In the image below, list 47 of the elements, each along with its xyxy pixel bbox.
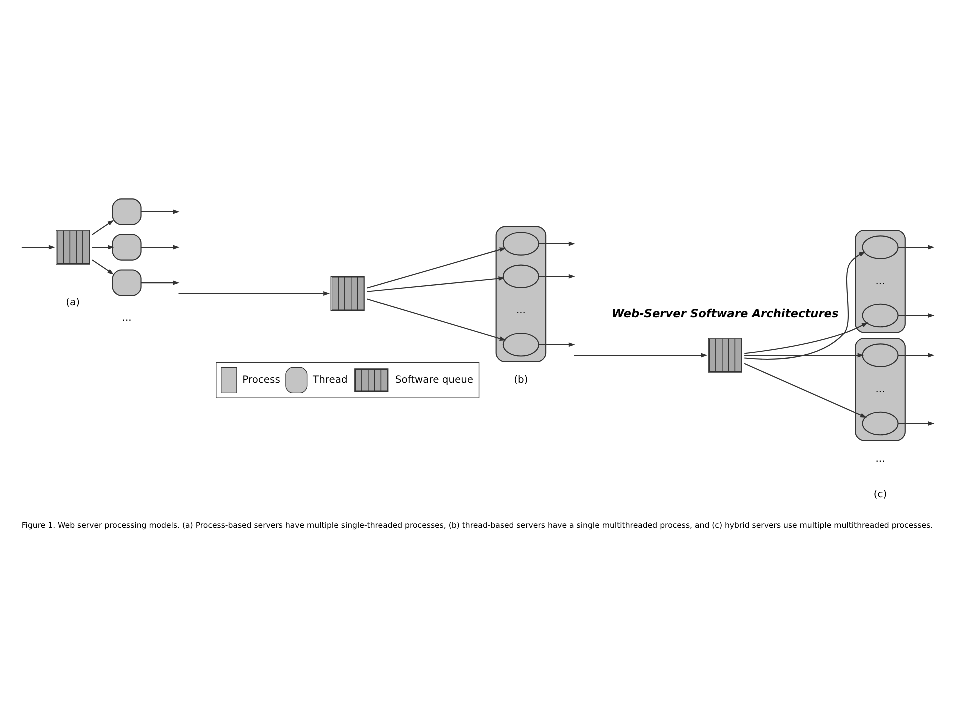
node-ellipse — [862, 235, 899, 259]
arrow — [574, 352, 708, 358]
arrow — [539, 274, 576, 278]
legend-label: Software queue — [395, 374, 474, 386]
arrow — [898, 244, 935, 250]
label: ... — [122, 312, 132, 324]
arrow — [539, 241, 576, 246]
arrow — [92, 259, 114, 274]
label: ... — [876, 453, 886, 464]
label: (a) — [66, 297, 80, 308]
arrow — [367, 247, 506, 288]
arrow — [367, 298, 506, 340]
node-ellipse — [502, 232, 540, 256]
arrow — [141, 209, 180, 214]
label: ... — [876, 276, 886, 287]
label: (b) — [514, 374, 528, 386]
node-box — [112, 198, 142, 225]
arrow — [744, 251, 866, 360]
node-box — [112, 269, 142, 296]
arrow — [92, 220, 114, 235]
node-box — [112, 234, 142, 260]
legend-label: Process — [242, 374, 280, 386]
legend-label: Thread — [313, 374, 348, 386]
label: ... — [876, 384, 886, 395]
cluster — [855, 229, 906, 333]
arrow — [744, 362, 867, 418]
arrow — [539, 342, 576, 347]
arrow — [141, 280, 180, 285]
arrow — [178, 290, 330, 296]
label: ... — [516, 304, 526, 316]
arrow — [744, 352, 864, 358]
arrow — [898, 352, 935, 358]
arrow — [898, 421, 935, 426]
node-ellipse — [862, 343, 899, 367]
label: (c) — [874, 488, 888, 500]
cluster — [496, 226, 547, 362]
node-ellipse — [502, 264, 540, 288]
arrow — [141, 244, 180, 250]
diagram-title: Web-Server Software Architectures — [612, 306, 839, 320]
cluster — [855, 337, 906, 441]
node-ellipse — [862, 411, 899, 436]
arrow — [744, 322, 868, 354]
node-ellipse — [502, 332, 540, 356]
arrow — [898, 313, 935, 318]
arrow — [92, 244, 114, 250]
arrow — [367, 276, 506, 292]
arrow — [22, 244, 56, 250]
